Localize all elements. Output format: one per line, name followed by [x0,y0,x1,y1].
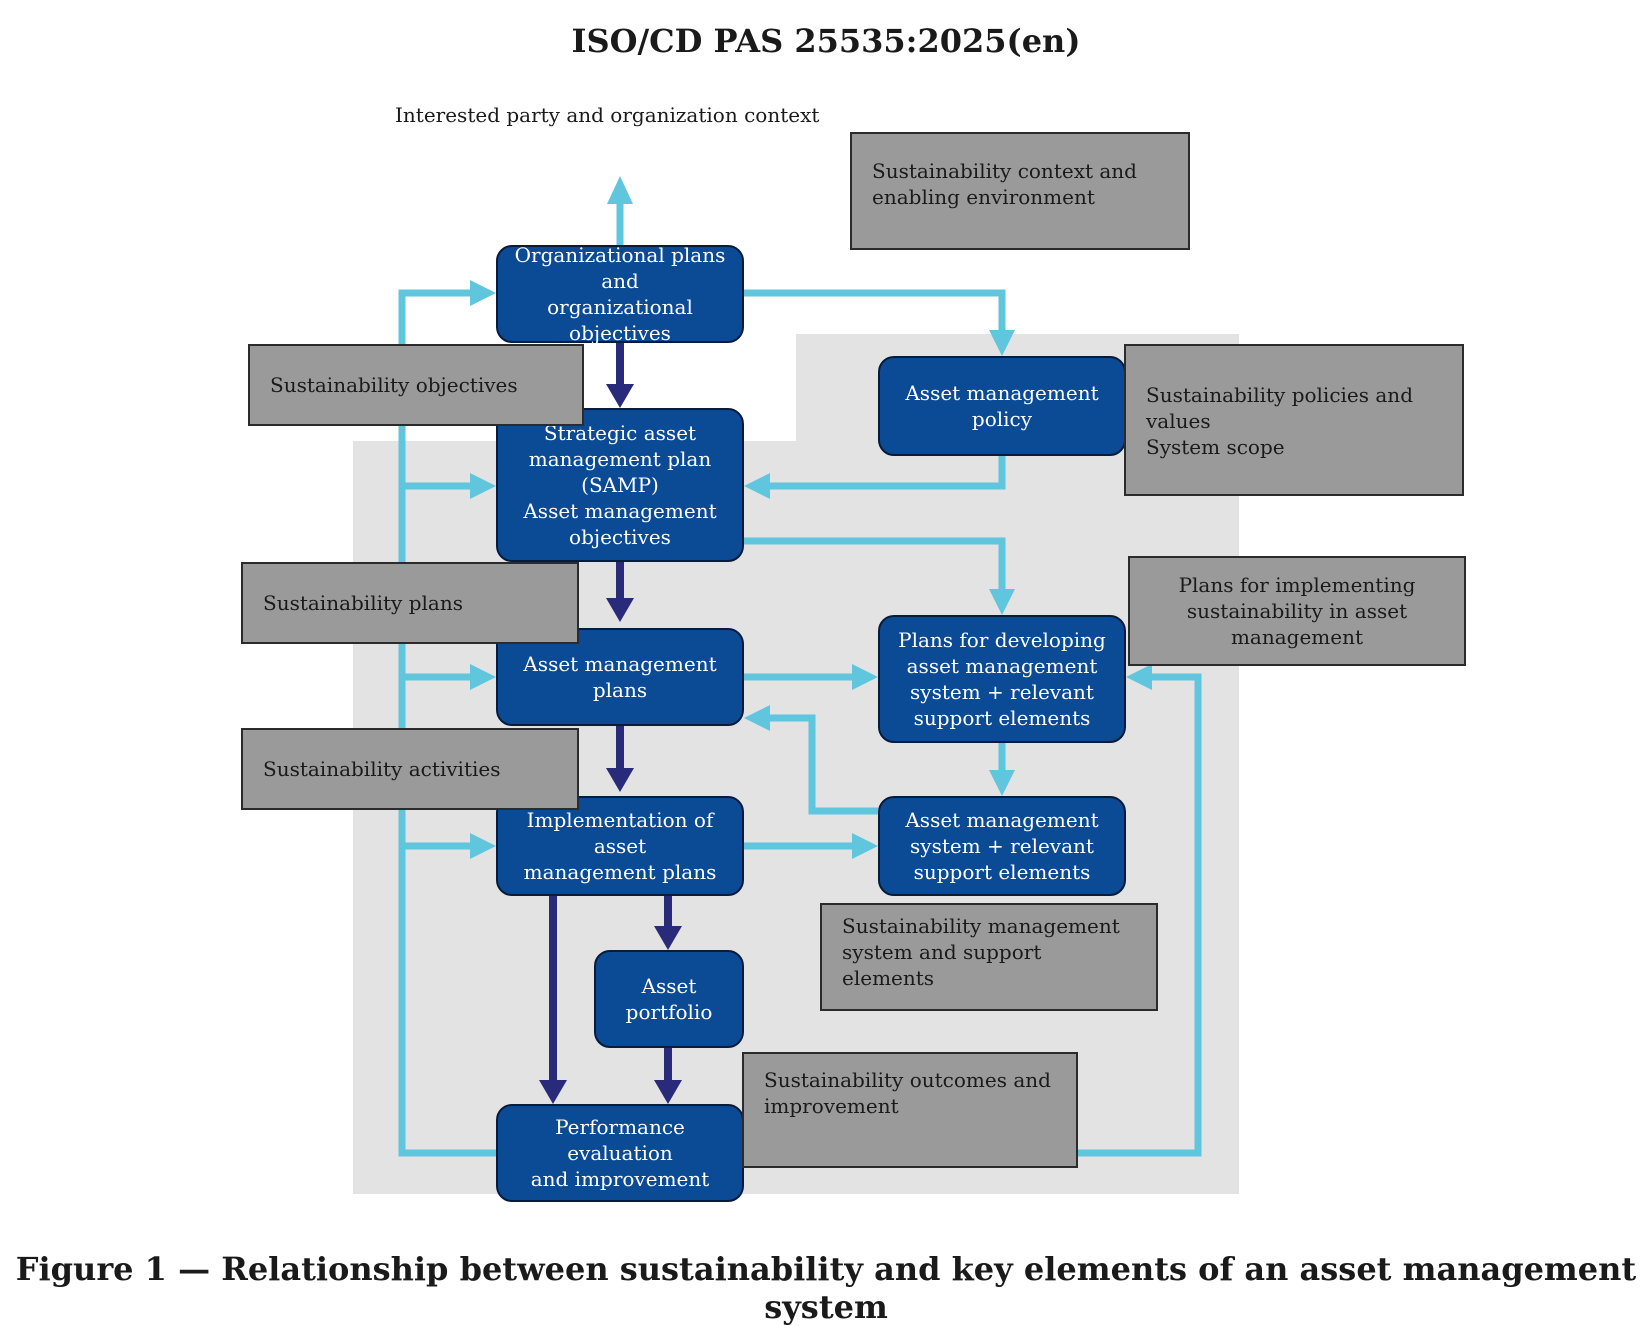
sustainability-policies-box: Sustainability policies and values Syste… [1124,344,1464,496]
sustainability-plans-box: Sustainability plans [241,562,579,644]
sustainability-objectives-box: Sustainability objectives [248,344,584,426]
samp-box: Strategic asset management plan (SAMP) A… [496,408,744,562]
context-label: Interested party and organization contex… [395,103,820,127]
asset-management-system-box: Asset management system + relevant suppo… [878,796,1126,896]
feedback-loop-left [398,289,496,1157]
sustainability-activities-box: Sustainability activities [241,728,579,810]
arrow-samp-to-plans-developing [744,537,1006,597]
org-plans-objectives-box: Organizational plans and organizational … [496,243,744,345]
performance-evaluation-box: Performance evaluation and improvement [496,1104,744,1202]
feedback-loop-right [1078,673,1202,1157]
asset-portfolio-box: Asset portfolio [594,950,744,1048]
figure-caption: Figure 1 — Relationship between sustaina… [15,1250,1637,1326]
document-id: ISO/CD PAS 25535:2025(en) [571,22,1081,60]
asset-management-policy-box: Asset management policy [878,356,1126,456]
arrow-policy-to-samp [762,456,1006,490]
plans-implementing-sustainability-box: Plans for implementing sustainability in… [1128,556,1466,666]
sustainability-context-box: Sustainability context and enabling envi… [850,132,1190,250]
implementation-box: Implementation of asset management plans [496,796,744,896]
arrow-am-system-to-am-plans [762,714,878,815]
asset-management-plans-box: Asset management plans [496,628,744,726]
arrow-org-to-policy [744,289,1006,340]
sustainability-management-system-box: Sustainability management system and sup… [820,903,1158,1011]
sustainability-outcomes-box: Sustainability outcomes and improvement [742,1052,1078,1168]
plans-developing-box: Plans for developing asset management sy… [878,615,1126,743]
